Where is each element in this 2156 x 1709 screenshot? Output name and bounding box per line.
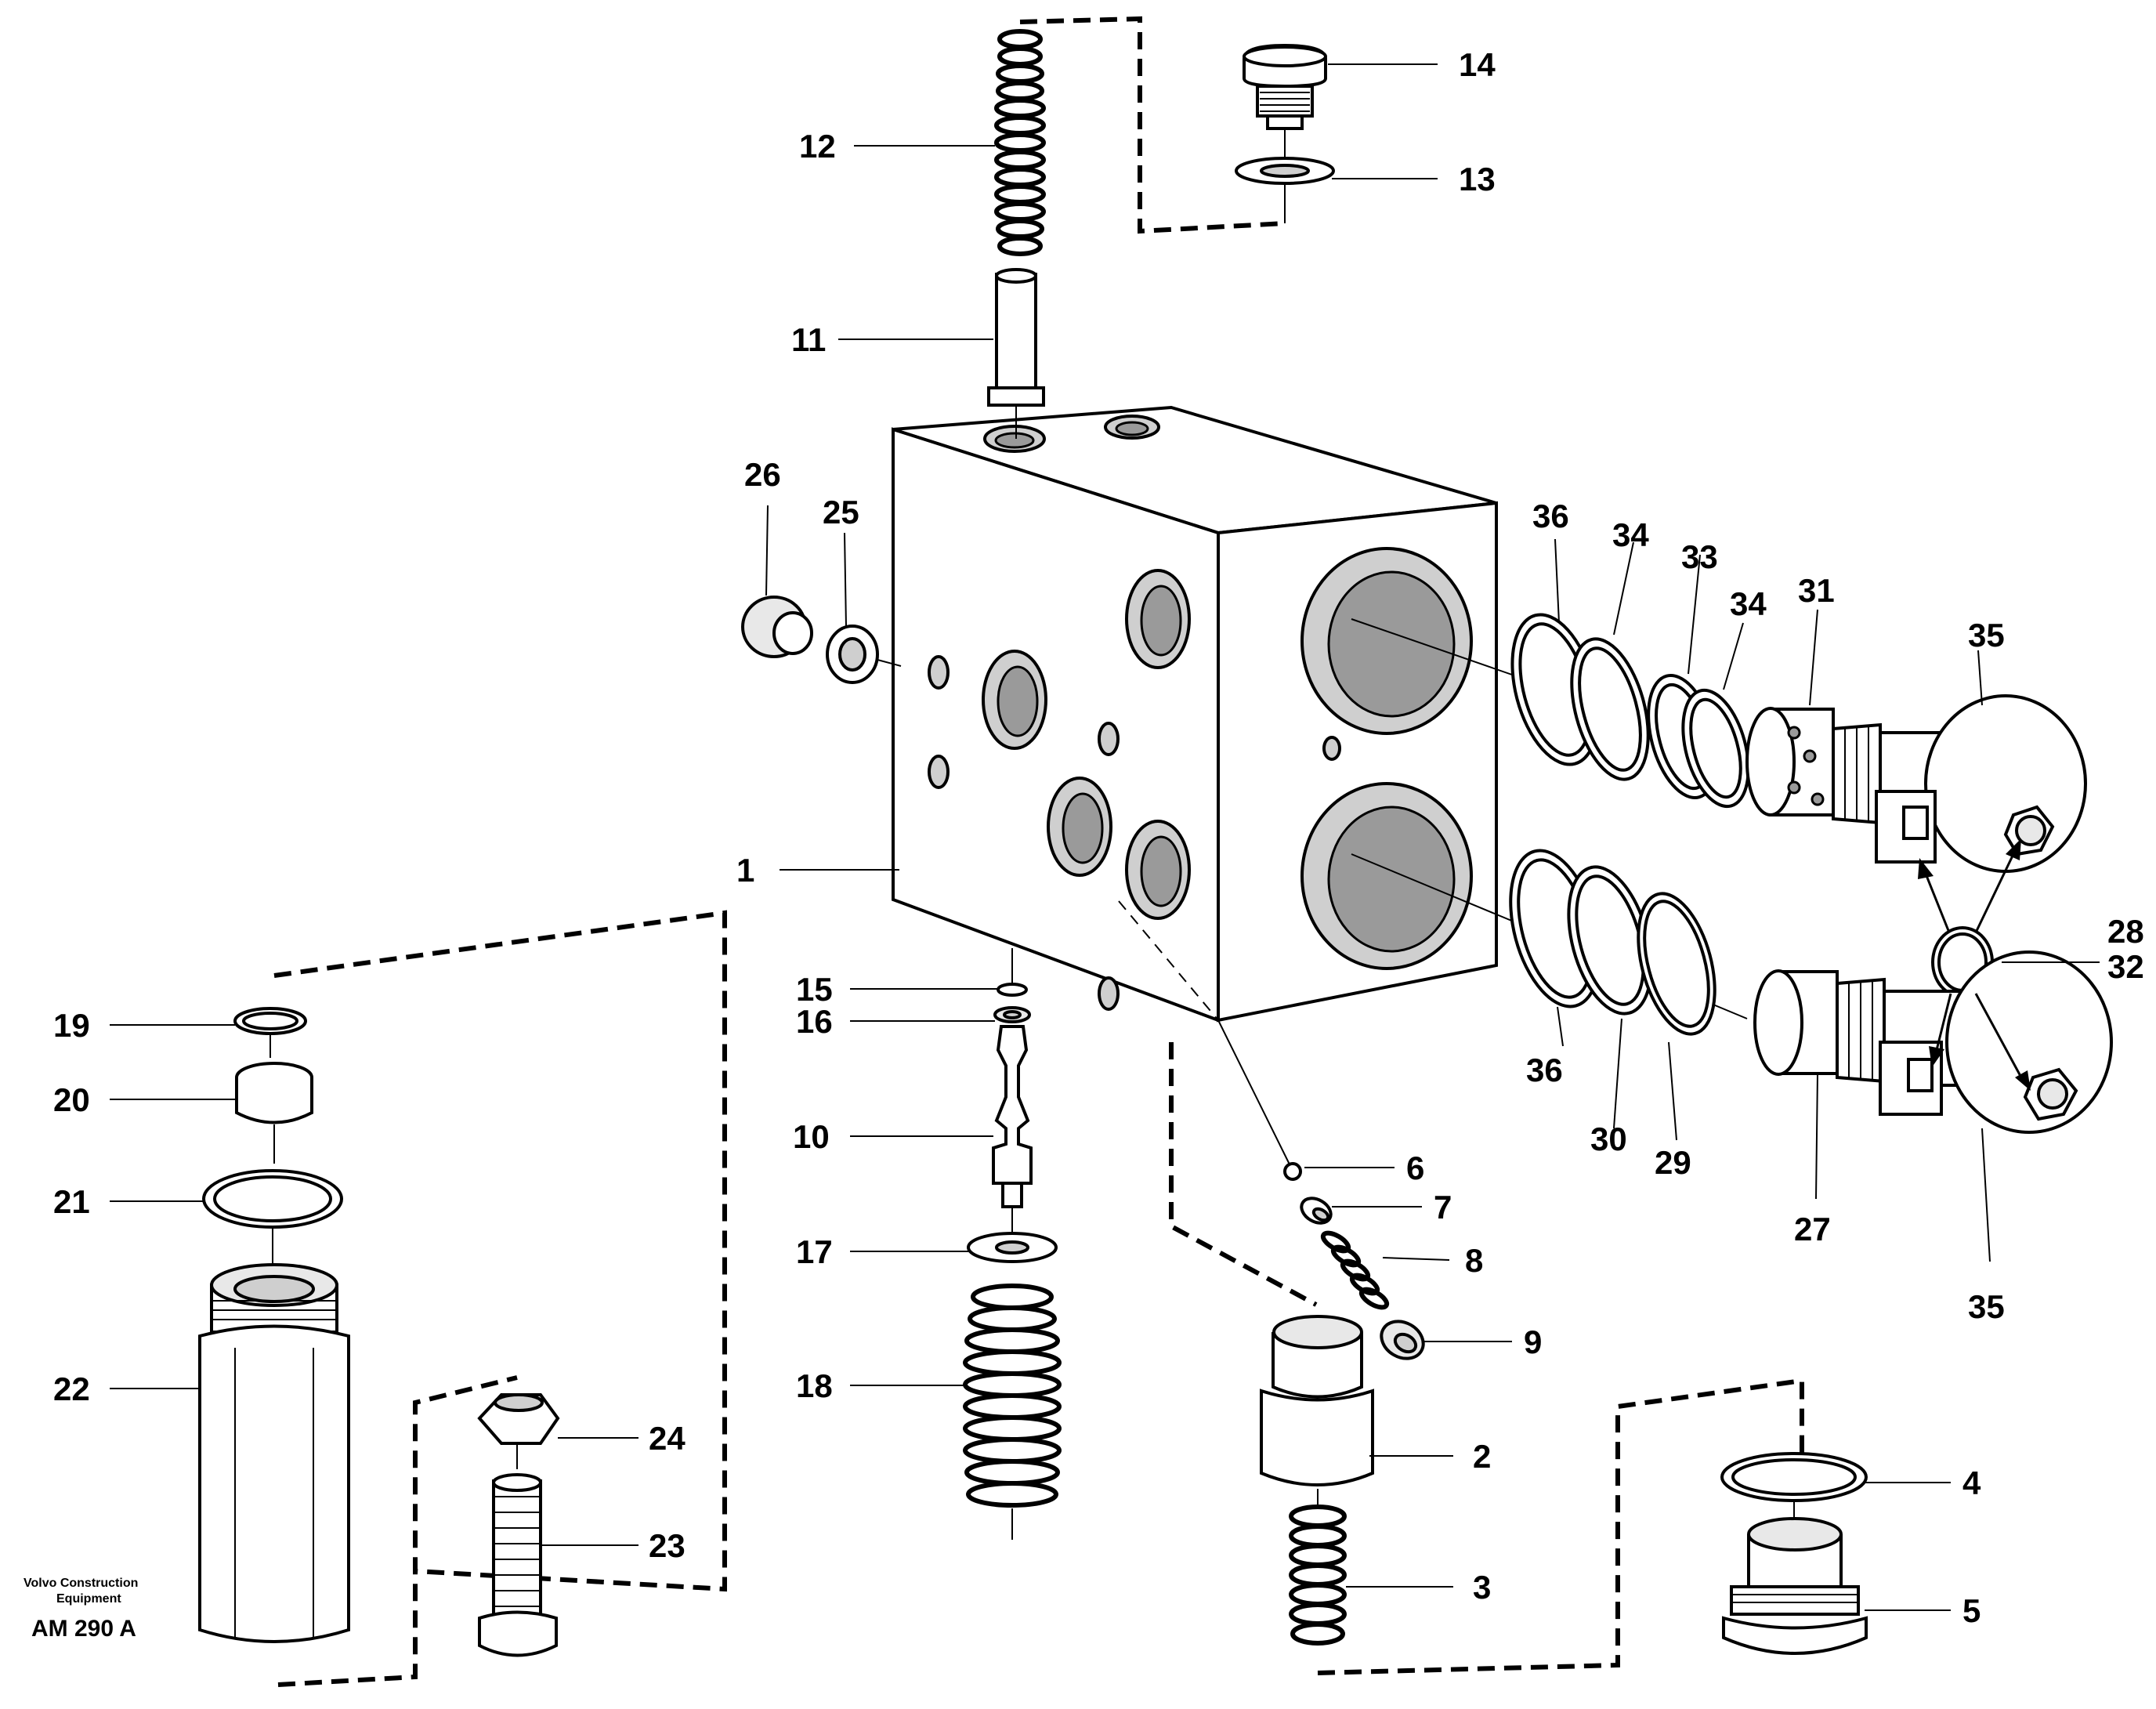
back-up-ring-34-upper-a [1570, 637, 1650, 781]
callout-15: 15 [796, 971, 833, 1008]
spring-18 [963, 1284, 1062, 1508]
callout-36b: 36 [1526, 1052, 1563, 1088]
assembly-link-top [1019, 16, 1286, 234]
valve-block [892, 405, 1498, 1023]
callout-27: 27 [1794, 1211, 1831, 1247]
solenoid-35-upper [1875, 694, 2087, 873]
back-up-ring-30 [1567, 865, 1653, 1016]
washer-25 [826, 625, 879, 684]
callout-4: 4 [1962, 1465, 1981, 1501]
o-ring-4 [1720, 1452, 1868, 1502]
filter-housing-22 [198, 1263, 350, 1643]
ball-6 [1283, 1162, 1302, 1181]
callout-2: 2 [1473, 1438, 1491, 1475]
callout-24: 24 [649, 1420, 686, 1457]
assembly-link-bottom-right [1317, 1378, 1804, 1675]
callout-16: 16 [796, 1003, 833, 1040]
callout-36a: 36 [1532, 498, 1569, 534]
callout-6: 6 [1406, 1150, 1424, 1186]
callout-11: 11 [791, 321, 826, 358]
maker-name-line2: Equipment [56, 1592, 121, 1606]
plug-5 [1722, 1517, 1868, 1655]
callout-12: 12 [799, 128, 836, 165]
callout-13: 13 [1459, 161, 1496, 197]
callout-10: 10 [793, 1118, 830, 1155]
callout-30: 30 [1590, 1121, 1627, 1157]
maker-name-line1: Volvo Construction [24, 1577, 138, 1590]
callout-22: 22 [53, 1370, 90, 1407]
callout-32: 32 [2107, 948, 2144, 985]
figure-caption: Volvo Construction Equipment AM 290 A [24, 1577, 138, 1642]
leader-lines [110, 63, 2100, 1611]
cartridge-valve-31 [1745, 707, 1882, 825]
callout-34b: 34 [1730, 585, 1767, 622]
callout-3: 3 [1473, 1569, 1491, 1606]
spring-8 [1320, 1230, 1390, 1310]
o-ring-15 [997, 983, 1028, 997]
assembly-link-center [1169, 1042, 1318, 1307]
plug-top [1243, 43, 1327, 130]
callout-25: 25 [823, 494, 859, 530]
callout-9: 9 [1524, 1323, 1542, 1360]
callout-21: 21 [53, 1183, 90, 1220]
piston-2 [1260, 1315, 1374, 1486]
callout-19: 19 [53, 1007, 90, 1044]
cartridge-valve-27 [1753, 969, 1886, 1084]
callout-5: 5 [1962, 1592, 1981, 1629]
solenoid-35-lower [1879, 950, 2113, 1134]
callout-14: 14 [1459, 46, 1496, 83]
callout-26: 26 [744, 456, 781, 493]
o-ring-19 [233, 1007, 307, 1035]
threaded-stud-23 [478, 1473, 558, 1657]
back-up-ring-16 [993, 1006, 1031, 1023]
washer-17 [967, 1232, 1058, 1263]
callout-34a: 34 [1612, 516, 1649, 553]
poppet-7 [1300, 1197, 1333, 1225]
o-ring-21 [202, 1169, 343, 1229]
sealing-washer-top [1235, 157, 1335, 185]
valve-spool-10 [992, 1025, 1033, 1208]
callout-labels: 1 2 3 4 5 6 7 8 9 10 11 12 13 14 15 16 1… [53, 46, 2144, 1629]
callout-35b: 35 [1968, 1288, 2005, 1325]
assembly-link-bottom-left [277, 1375, 518, 1687]
callout-17: 17 [796, 1233, 833, 1270]
callout-31: 31 [1798, 572, 1835, 609]
callout-1: 1 [736, 852, 754, 889]
callout-28: 28 [2107, 913, 2144, 950]
figure-code: AM 290 A [31, 1616, 136, 1642]
plug-26 [741, 596, 813, 658]
callout-7: 7 [1434, 1189, 1452, 1226]
spring-3 [1289, 1504, 1347, 1646]
callout-33: 33 [1681, 538, 1718, 575]
plug-20 [235, 1062, 313, 1124]
callout-18: 18 [796, 1367, 833, 1404]
hex-nut-24 [477, 1393, 560, 1445]
arrow-pointers-28-32 [1918, 838, 2031, 1091]
back-up-ring-34-upper-b [1681, 688, 1750, 809]
callout-23: 23 [649, 1527, 686, 1564]
callout-8: 8 [1465, 1242, 1483, 1279]
callout-20: 20 [53, 1081, 90, 1118]
callout-35a: 35 [1968, 617, 2005, 654]
adjusting-screw-9 [1380, 1320, 1425, 1360]
guide-pin [987, 268, 1045, 407]
o-ring-29 [1637, 892, 1716, 1036]
assembly-link-left [273, 910, 727, 1592]
pressure-spring-top [994, 29, 1046, 256]
callout-29: 29 [1655, 1144, 1691, 1181]
